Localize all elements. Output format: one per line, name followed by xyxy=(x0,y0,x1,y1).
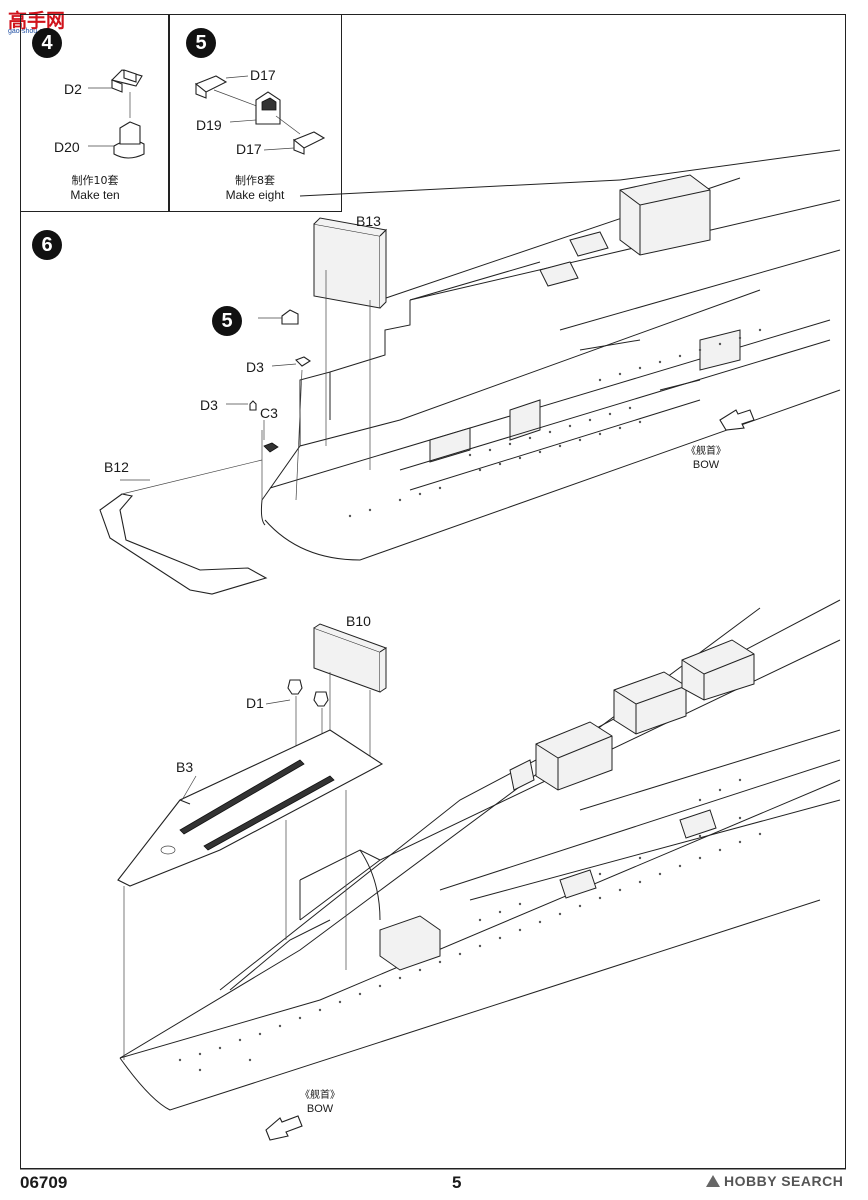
step-4-make-en: Make ten xyxy=(70,187,120,202)
part-label-d20: D20 xyxy=(54,139,80,155)
step-4-drawing xyxy=(88,69,145,159)
part-label-b13: B13 xyxy=(356,213,381,229)
step-4-number: 4 xyxy=(32,28,62,58)
hobby-search-logo: HOBBY SEARCH xyxy=(706,1173,843,1189)
part-label-b10: B10 xyxy=(346,613,371,629)
bow-label-upper-en: BOW xyxy=(692,458,720,471)
step-5-ref-number: 5 xyxy=(212,306,242,336)
bow-arrow-lower xyxy=(265,1115,303,1141)
watermark-url: gao-shou.com xyxy=(8,28,53,35)
bow-label-upper-cn: 《舰首》 xyxy=(686,446,726,457)
watermark-logo: 高手网 gao-shou.com xyxy=(4,6,74,36)
part-label-d2: D2 xyxy=(64,81,82,97)
part-label-d1: D1 xyxy=(246,695,264,711)
upper-hull xyxy=(260,149,841,561)
part-label-d17-bottom: D17 xyxy=(236,141,262,157)
part-label-c3: C3 xyxy=(260,405,278,421)
bow-label-upper: 《舰首》 BOW xyxy=(676,446,736,472)
hobby-search-text: HOBBY SEARCH xyxy=(724,1173,844,1189)
step-6-number: 6 xyxy=(32,230,62,260)
bow-label-lower: 《舰首》 BOW xyxy=(290,1090,350,1116)
part-label-d17-top: D17 xyxy=(250,67,276,83)
part-label-d3-b: D3 xyxy=(200,397,218,413)
bow-label-lower-cn: 《舰首》 xyxy=(300,1090,340,1101)
step-5-caption: 制作8套 Make eight xyxy=(170,174,340,203)
lower-rivets xyxy=(178,778,762,1072)
part-label-d3-a: D3 xyxy=(246,359,264,375)
part-label-d19: D19 xyxy=(196,117,222,133)
step-4-caption: 制作10套 Make ten xyxy=(22,174,168,203)
bow-label-lower-en: BOW xyxy=(306,1102,334,1115)
upper-parts xyxy=(99,217,388,595)
step-5-number: 5 xyxy=(186,28,216,58)
part-label-b3: B3 xyxy=(176,759,194,775)
lower-hull xyxy=(119,599,841,1111)
page-number: 5 xyxy=(452,1173,462,1192)
watermark-cn: 高手网 xyxy=(8,10,66,32)
step-5-make-en: Make eight xyxy=(225,187,285,202)
step-5-drawing xyxy=(194,75,326,155)
kit-number: 06709 xyxy=(20,1173,68,1192)
hobby-search-mark-icon xyxy=(706,1175,720,1187)
bow-arrow-upper xyxy=(719,409,755,431)
part-label-b12: B12 xyxy=(104,459,129,475)
step-4-make-cn: 制作10套 xyxy=(71,174,119,187)
upper-rivets xyxy=(348,328,762,518)
step-5-make-cn: 制作8套 xyxy=(235,174,275,187)
lower-parts xyxy=(117,623,388,1060)
